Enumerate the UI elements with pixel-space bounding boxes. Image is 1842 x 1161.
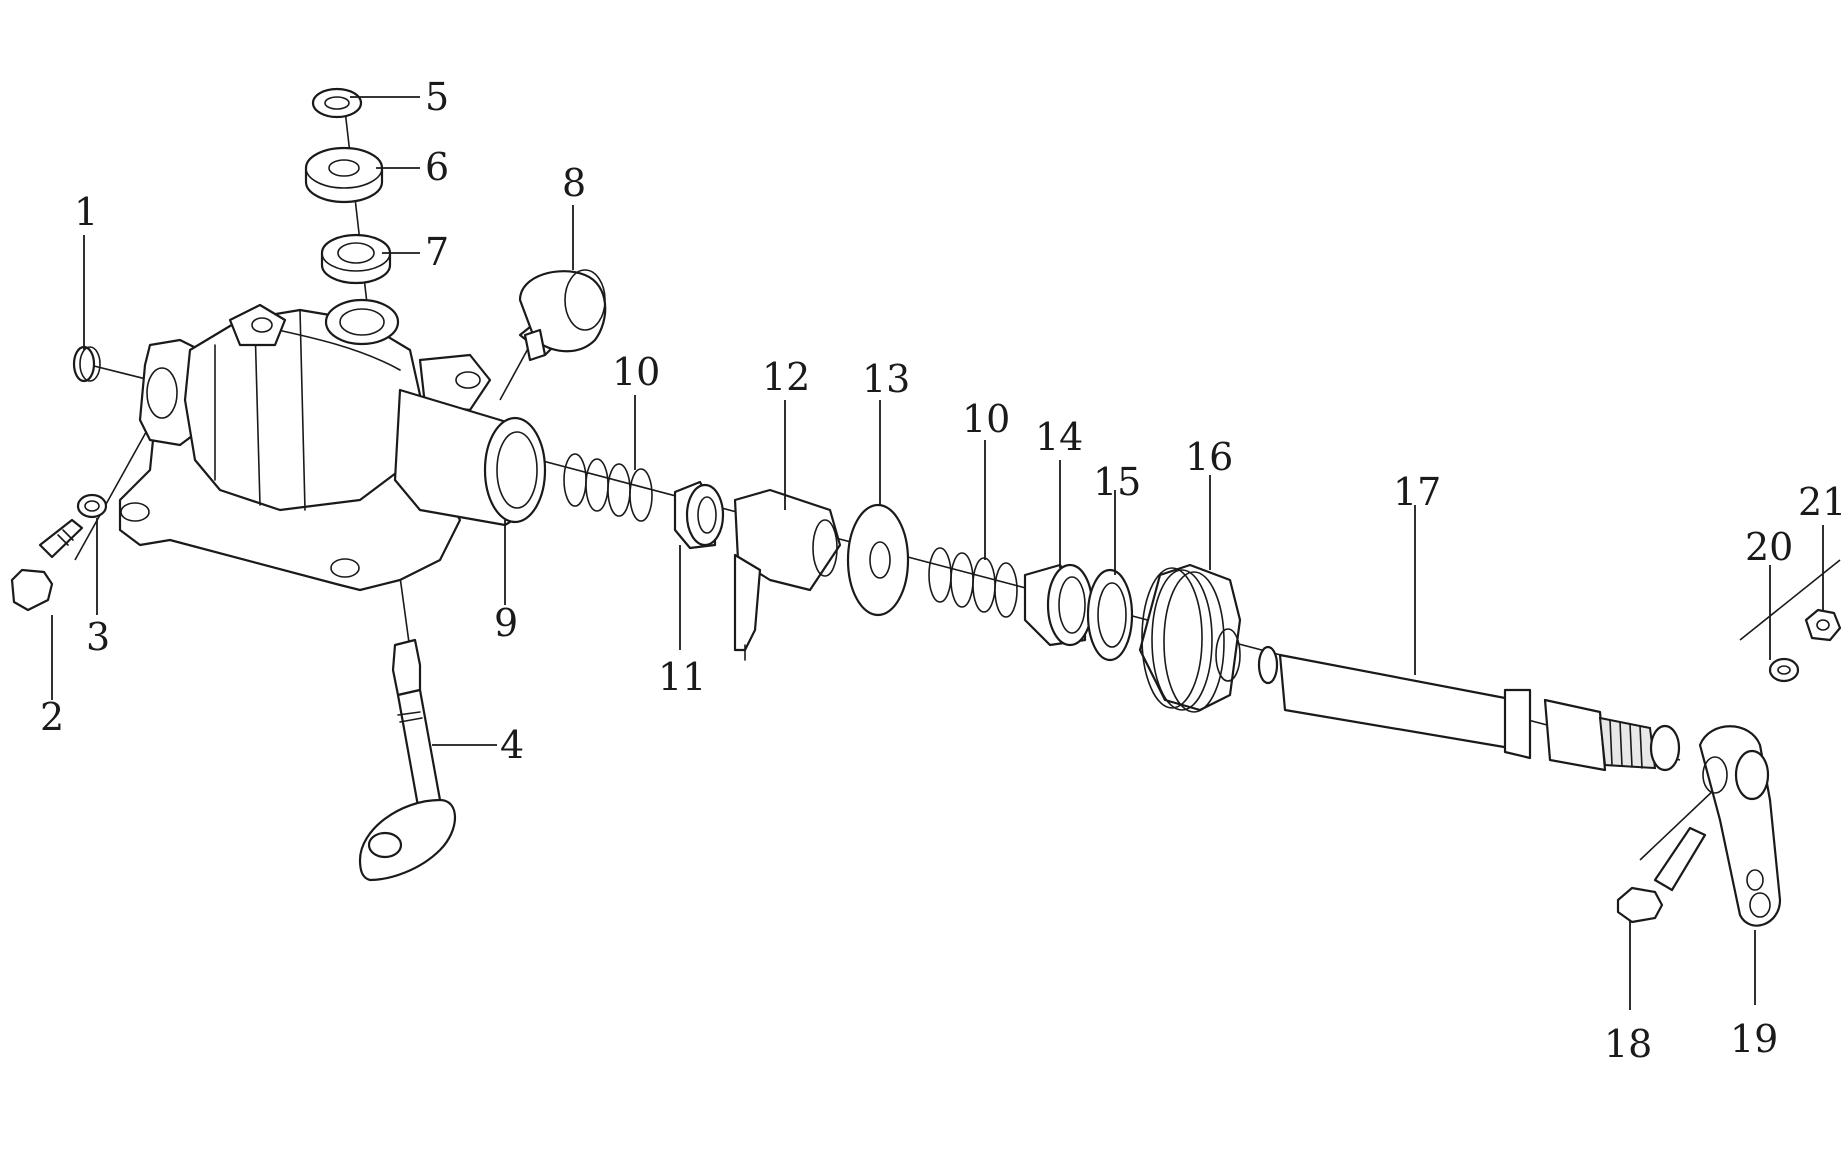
part-11-bushing [673, 480, 725, 550]
callout-3: 3 [86, 615, 110, 659]
callout-13: 13 [862, 357, 910, 401]
callout-10b: 10 [962, 397, 1010, 441]
part-8-plug [518, 269, 607, 362]
callout-10a: 10 [612, 350, 660, 394]
callout-11: 11 [658, 655, 706, 699]
callout-8: 8 [562, 161, 586, 205]
vertical-axis-top [344, 109, 371, 331]
part-10-spring-b [928, 547, 1018, 618]
part-18-bolt [1616, 826, 1707, 924]
callout-20: 20 [1745, 525, 1793, 569]
part-20-washer [1768, 657, 1800, 683]
callout-17: 17 [1393, 470, 1441, 514]
callout-6: 6 [425, 145, 449, 189]
part-15-o-ring [1086, 568, 1134, 662]
part-5-circlip [311, 87, 363, 119]
leader-lines [51, 96, 1824, 1010]
callout-4: 4 [500, 723, 524, 767]
callout-9: 9 [494, 601, 518, 645]
part-16-cover [1138, 563, 1242, 713]
callout-16: 16 [1185, 435, 1233, 479]
callout-21: 21 [1798, 480, 1842, 524]
callout-5: 5 [425, 75, 449, 119]
callout-7: 7 [425, 230, 449, 274]
part-21-nut [1804, 608, 1842, 642]
part-13-washer [846, 503, 910, 617]
part-19-arm [1698, 725, 1782, 927]
part-14-sleeve [1023, 563, 1094, 647]
housing-body [118, 298, 547, 592]
part-10-spring-a [563, 453, 653, 522]
part-3-washer [76, 493, 108, 519]
part-4-lever [358, 638, 456, 882]
callout-1: 1 [74, 190, 98, 234]
callout-19: 19 [1730, 1017, 1778, 1061]
part-6-washer [304, 146, 384, 204]
part-12-shift-finger [733, 488, 842, 661]
part-1-plug [72, 345, 101, 383]
callout-14: 14 [1035, 415, 1083, 459]
callout-12: 12 [762, 355, 810, 399]
callout-18: 18 [1604, 1022, 1652, 1066]
part-17-shaft [1257, 645, 1681, 772]
part-2-bolt [10, 518, 84, 612]
part-7-seal-ring [320, 233, 392, 285]
callout-15: 15 [1093, 460, 1141, 504]
callout-labels: 1 2 3 4 5 6 7 8 9 10 10 11 12 13 14 15 1… [40, 75, 1842, 1066]
callout-2: 2 [40, 695, 64, 739]
